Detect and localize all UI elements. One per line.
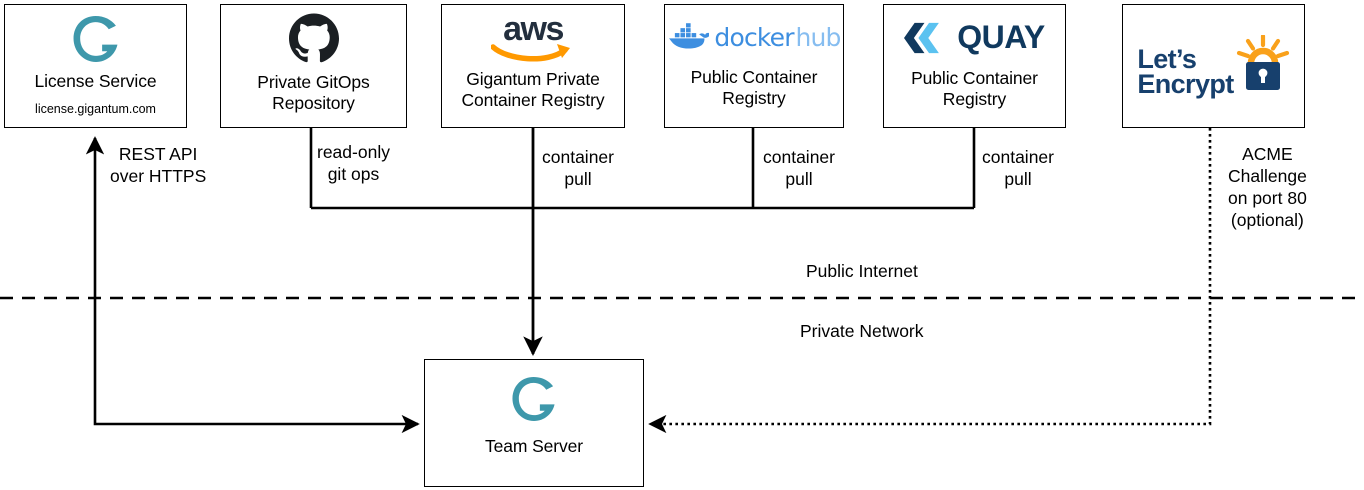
edge-label-acme-challenge: ACME Challenge on port 80 (optional): [1228, 144, 1307, 230]
docker-whale-icon: [669, 23, 710, 49]
aws-logo-icon: aws: [442, 10, 624, 63]
node-label-gigantum-private-container-registry: Gigantum Private Container Registry: [461, 68, 605, 110]
node-label-quay-public-container-registry: Public Container Registry: [911, 68, 1038, 110]
lets-encrypt-lock-icon: [1236, 33, 1290, 96]
edge-label-rest-api: REST API over HTTPS: [110, 144, 207, 186]
node-license-service[interactable]: License Service license.gigantum.com: [4, 4, 187, 128]
edge-label-container-pull-aws: container pull: [542, 147, 614, 189]
node-label-private-gitops-repository: Private GitOps Repository: [257, 72, 370, 114]
zone-label-public-internet: Public Internet: [806, 261, 918, 281]
node-label-team-server: Team Server: [484, 436, 584, 456]
docker-hub-wordmark: docker hub: [714, 22, 841, 52]
quay-chevron-icon: [904, 22, 940, 53]
node-docker-hub-public-container-registry[interactable]: docker hub Public Container Registry: [664, 4, 844, 128]
node-label-docker-hub-public-container-registry: Public Container Registry: [690, 67, 818, 109]
edge-label-read-only-git-ops: read-only git ops: [317, 142, 390, 184]
github-logo-icon: [221, 13, 406, 63]
node-quay-public-container-registry[interactable]: QUAY Public Container Registry: [883, 4, 1066, 128]
quay-wordmark: QUAY: [957, 19, 1045, 55]
edge-label-container-pull-quay: container pull: [982, 147, 1054, 189]
node-gigantum-private-container-registry[interactable]: aws Gigantum Private Container Registry: [441, 4, 625, 128]
docker-hub-logo-icon: docker hub: [665, 21, 843, 53]
gigantum-logo-icon: [425, 376, 643, 422]
edge-lets-encrypt-acme-to-team-server: [648, 128, 1212, 434]
node-label-license-service: License Service: [34, 71, 157, 91]
node-team-server[interactable]: Team Server: [424, 359, 644, 487]
quay-logo-icon: QUAY: [884, 19, 1065, 56]
aws-wordmark: aws: [503, 10, 564, 48]
gigantum-logo-icon: [5, 15, 186, 63]
aws-smile-icon: [491, 43, 575, 63]
node-sublabel-license-domain: license.gigantum.com: [35, 102, 156, 117]
edge-label-container-pull-docker: container pull: [763, 147, 835, 189]
zone-label-private-network: Private Network: [800, 321, 924, 341]
node-private-gitops-repository[interactable]: Private GitOps Repository: [220, 4, 407, 128]
